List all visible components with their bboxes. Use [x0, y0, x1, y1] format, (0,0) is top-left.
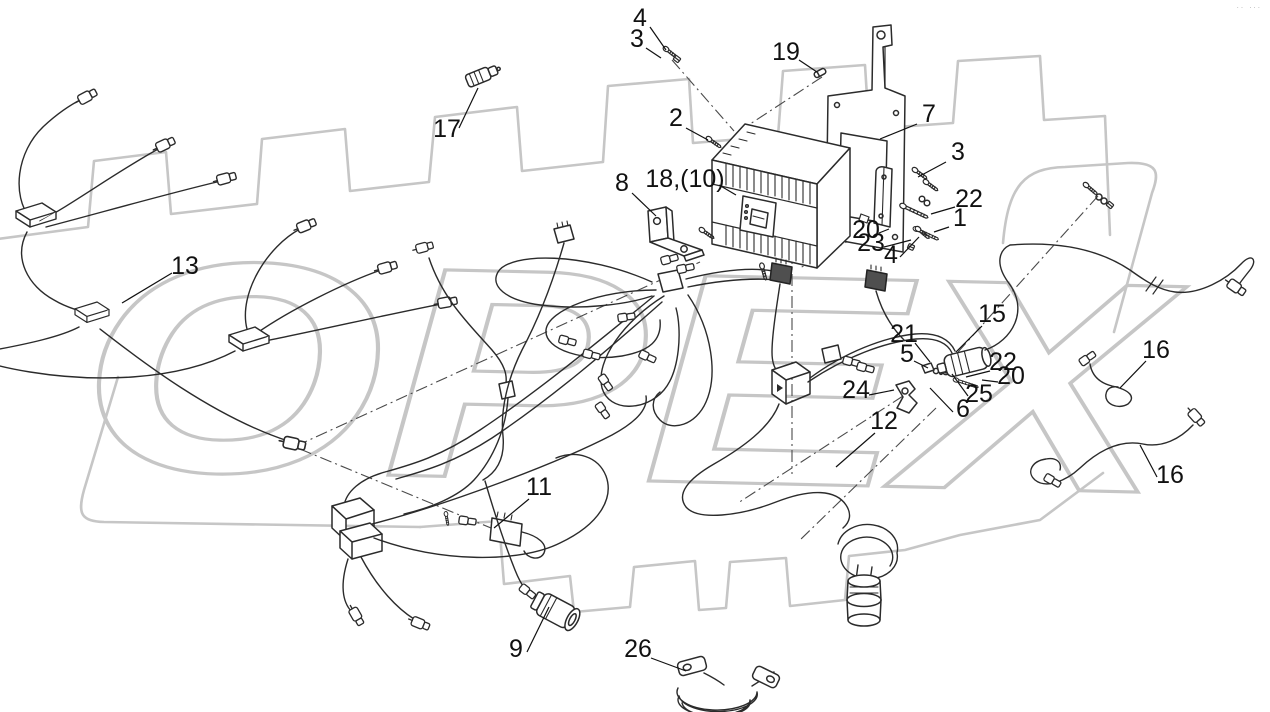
callout-23[interactable]: 23	[857, 229, 885, 257]
sensor-cable-16a-drawing	[1077, 349, 1133, 408]
callout-2[interactable]: 2	[669, 104, 683, 132]
ground-strap-drawing	[676, 655, 781, 712]
callout-8[interactable]: 8	[615, 169, 629, 197]
callout-12[interactable]: 12	[870, 407, 898, 435]
power-cable-12-drawing	[681, 283, 956, 627]
callout-leader-15	[955, 325, 983, 353]
small-bracket-drawing	[647, 206, 705, 262]
callout-leader-17	[458, 87, 479, 129]
callout-leader-24	[868, 389, 895, 396]
callout-leader-22	[965, 370, 991, 378]
callout-leader-2	[685, 127, 709, 141]
callout-20[interactable]: 20	[997, 362, 1025, 390]
callout-16[interactable]: 16	[1156, 461, 1184, 489]
callout-1[interactable]: 1	[953, 204, 967, 232]
watermark-text: OPEX	[77, 196, 1190, 557]
locating-pin-19	[813, 67, 827, 79]
callout-leader-4	[899, 236, 920, 258]
callout-18,(10)[interactable]: 18,(10)	[645, 165, 724, 193]
middle-cables-drawing	[403, 220, 575, 515]
callout-leader-19	[798, 59, 818, 73]
callout-leader-25	[951, 373, 969, 397]
callout-leader-3	[917, 161, 947, 178]
callout-leader-4	[649, 26, 667, 51]
callout-leader-22	[930, 206, 956, 215]
callout-17[interactable]: 17	[433, 115, 461, 143]
fastener-screws-drawing	[464, 44, 1115, 282]
callout-7[interactable]: 7	[922, 100, 936, 128]
watermark-gear	[0, 54, 1158, 614]
callout-leader-7	[879, 123, 918, 140]
callout-15[interactable]: 15	[978, 300, 1006, 328]
callout-6[interactable]: 6	[956, 395, 970, 423]
connector-plug-9-drawing	[484, 480, 581, 632]
callout-leader-26	[650, 657, 687, 672]
callout-5[interactable]: 5	[900, 340, 914, 368]
callout-16[interactable]: 16	[1142, 336, 1170, 364]
callout-13[interactable]: 13	[171, 252, 199, 280]
callout-22[interactable]: 22	[989, 348, 1017, 376]
solenoid-valve-assembly-drawing	[895, 243, 1255, 414]
callout-4[interactable]: 4	[633, 4, 647, 32]
callout-4[interactable]: 4	[884, 241, 898, 269]
callout-21[interactable]: 21	[890, 320, 918, 348]
callout-9[interactable]: 9	[509, 635, 523, 663]
callout-leader-18,(10)	[718, 184, 737, 196]
wiring-harness-left-drawing	[0, 86, 459, 453]
callout-leader-20	[981, 379, 999, 383]
callout-leader-9	[526, 606, 550, 653]
callout-24[interactable]: 24	[842, 376, 870, 404]
callout-leader-1	[933, 226, 950, 233]
callout-3[interactable]: 3	[630, 25, 644, 53]
fuse-part-17	[464, 65, 501, 88]
callout-leader-16	[1139, 444, 1158, 478]
callout-leader-21	[914, 342, 931, 363]
control-unit-drawing	[711, 123, 888, 292]
callout-leader-16	[1119, 360, 1147, 389]
callout-26[interactable]: 26	[624, 635, 652, 663]
callout-19[interactable]: 19	[772, 38, 800, 66]
callout-11[interactable]: 11	[526, 473, 552, 501]
callout-leader-3	[645, 47, 662, 59]
sensor-cable-16b-drawing	[1030, 404, 1207, 490]
callout-leader-23	[883, 239, 912, 248]
callout-leader-12	[835, 432, 876, 468]
callout-3[interactable]: 3	[951, 138, 965, 166]
callout-leader-11	[493, 498, 530, 529]
callout-22[interactable]: 22	[955, 185, 983, 213]
callout-leader-8	[631, 192, 657, 217]
callout-leader-5	[913, 360, 929, 369]
corner-mark: ·· ···	[1236, 4, 1262, 12]
callout-leader-6	[929, 387, 954, 413]
callout-25[interactable]: 25	[965, 380, 993, 408]
callout-20[interactable]: 20	[852, 216, 880, 244]
callout-leader-20	[878, 228, 890, 234]
callout-leader-13	[121, 272, 173, 304]
